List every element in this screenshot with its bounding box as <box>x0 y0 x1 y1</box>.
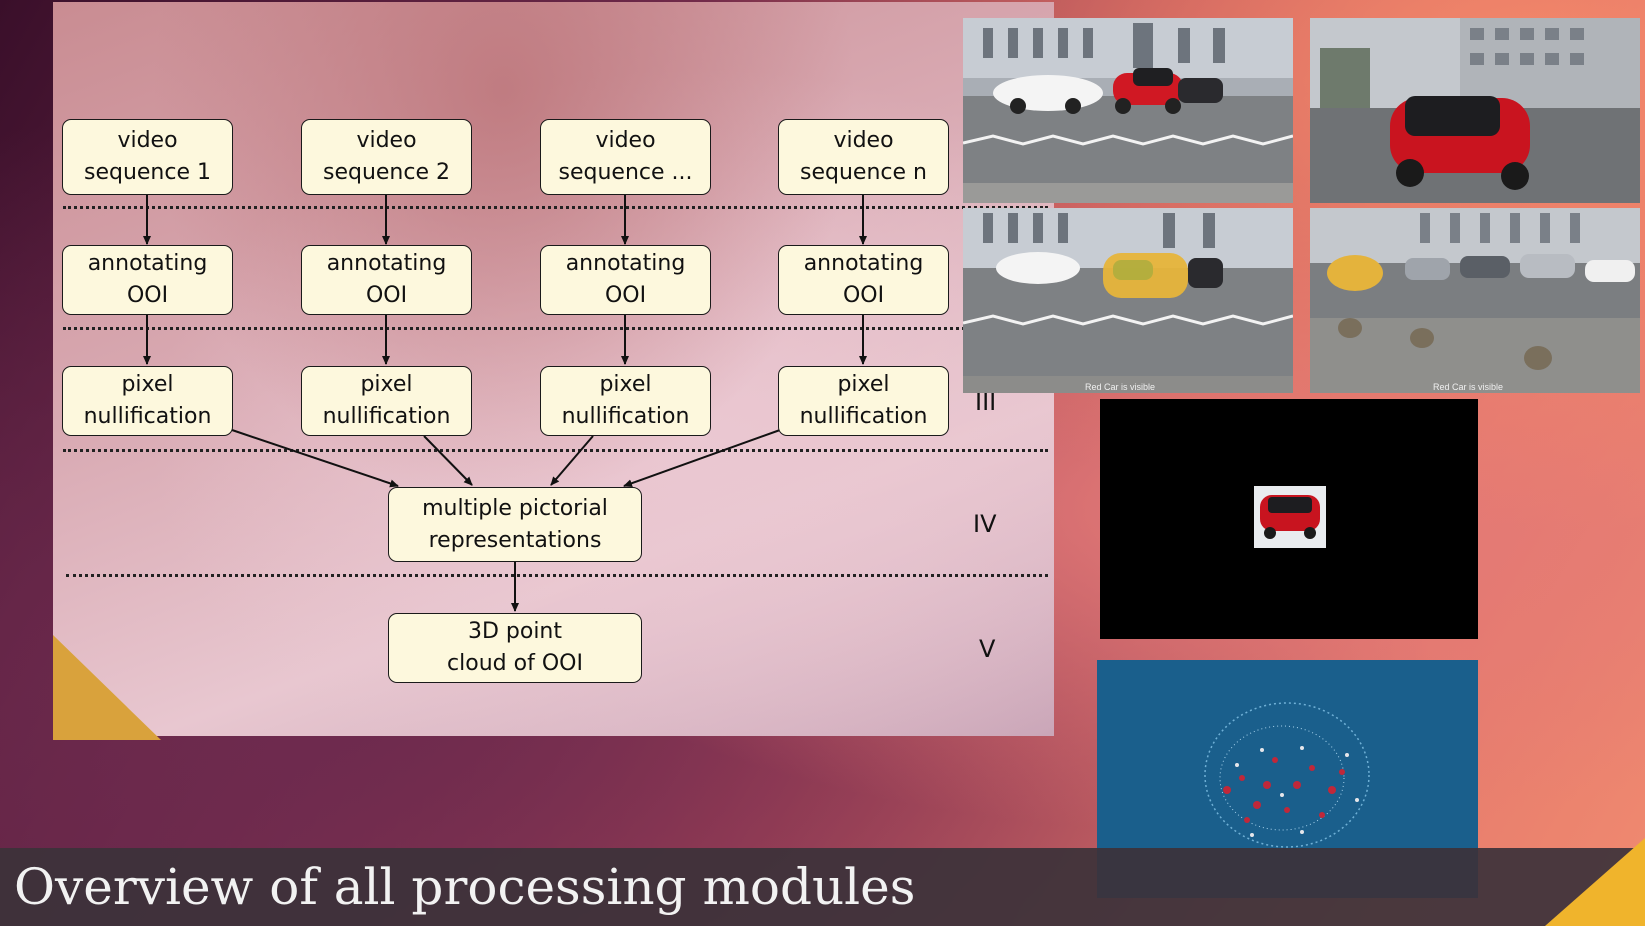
frame-caption-left: Red Car is visible <box>1085 382 1156 392</box>
multiple-pictorial-representations-box: multiple pictorial representations <box>388 487 642 562</box>
decorative-triangle-left <box>53 635 161 740</box>
decorative-triangle-right <box>1545 838 1645 926</box>
stage-separator-4 <box>66 574 1048 577</box>
annotating-ooi-box-1: annotating OOI <box>62 245 233 315</box>
annotated-frame-1 <box>963 208 1293 393</box>
pixel-nullification-box-4: pixel nullification <box>778 366 949 436</box>
stage-label-iii: III <box>975 388 997 416</box>
video-frame-street-2 <box>1310 18 1640 203</box>
video-sequence-1-box: video sequence 1 <box>62 119 233 195</box>
stage-separator-2 <box>63 327 1048 330</box>
stage-label-iv: IV <box>973 510 997 538</box>
video-sequence-ellipsis-box: video sequence ... <box>540 119 711 195</box>
annotating-ooi-box-3: annotating OOI <box>540 245 711 315</box>
title-bar <box>0 848 1645 926</box>
stage-separator-3 <box>63 449 1048 452</box>
annotating-ooi-box-2: annotating OOI <box>301 245 472 315</box>
annotating-ooi-box-4: annotating OOI <box>778 245 949 315</box>
video-frame-street-1 <box>963 18 1293 203</box>
point-cloud-output-box: 3D point cloud of OOI <box>388 613 642 683</box>
video-sequence-2-box: video sequence 2 <box>301 119 472 195</box>
slide-title: Overview of all processing modules <box>14 858 916 916</box>
nullified-frame <box>1100 399 1478 639</box>
stage-label-v: V <box>979 635 996 663</box>
stage-separator-1 <box>63 206 1048 209</box>
video-sequence-n-box: video sequence n <box>778 119 949 195</box>
frame-caption-right: Red Car is visible <box>1433 382 1504 392</box>
pixel-nullification-box-2: pixel nullification <box>301 366 472 436</box>
pixel-nullification-box-1: pixel nullification <box>62 366 233 436</box>
annotated-frame-2 <box>1310 208 1640 393</box>
pixel-nullification-box-3: pixel nullification <box>540 366 711 436</box>
